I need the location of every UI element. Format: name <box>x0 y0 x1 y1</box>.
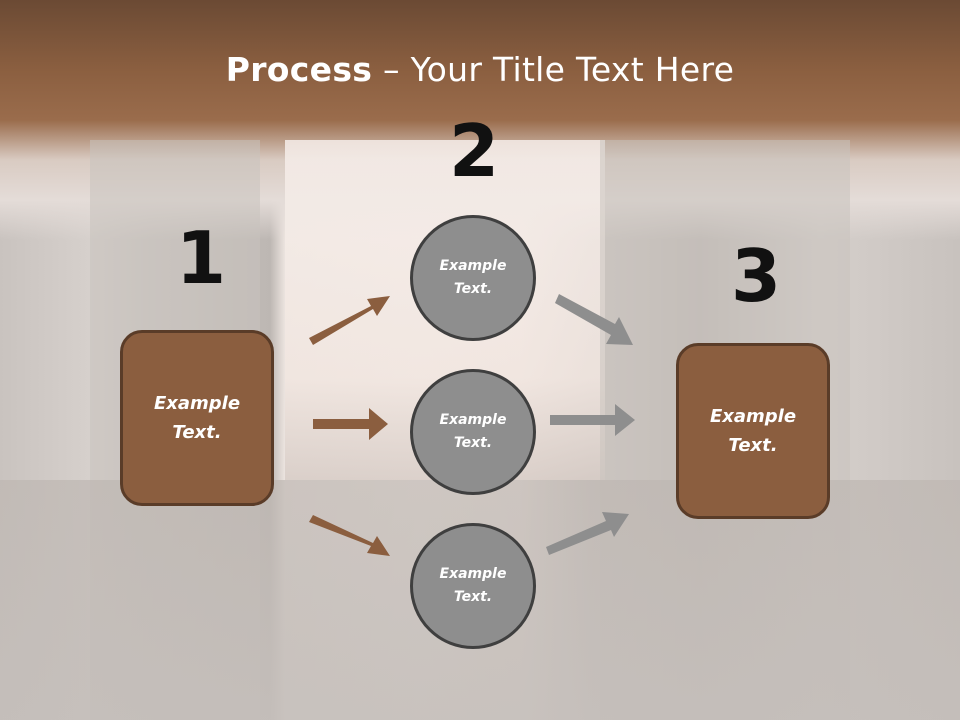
arrow-bottom-to-box3 <box>546 512 629 555</box>
step-number-3: 3 <box>731 234 782 318</box>
circle-bottom-text: Example Text. <box>439 566 507 605</box>
step-1-text: Example Text. <box>153 393 241 443</box>
step-3-text: Example Text. <box>709 406 797 456</box>
arrow-top-to-box3 <box>555 294 633 345</box>
arrow-middle-to-box3 <box>550 404 635 436</box>
arrow-box1-to-middle <box>313 408 388 440</box>
arrow-box1-to-bottom <box>309 515 390 556</box>
circle-top: Example Text. <box>410 215 536 341</box>
step-number-2: 2 <box>449 109 500 193</box>
circle-middle-text: Example Text. <box>439 412 507 451</box>
step-number-1: 1 <box>176 216 227 300</box>
circle-top-text: Example Text. <box>439 258 507 297</box>
slide-title: Process – Your Title Text Here <box>0 50 960 89</box>
arrow-box1-to-top <box>309 296 390 345</box>
title-bold: Process <box>225 50 373 89</box>
step-3-box: Example Text. <box>676 343 830 519</box>
circle-middle: Example Text. <box>410 369 536 495</box>
step-1-box: Example Text. <box>120 330 274 506</box>
title-rest: – Your Title Text Here <box>372 50 735 89</box>
circle-bottom: Example Text. <box>410 523 536 649</box>
